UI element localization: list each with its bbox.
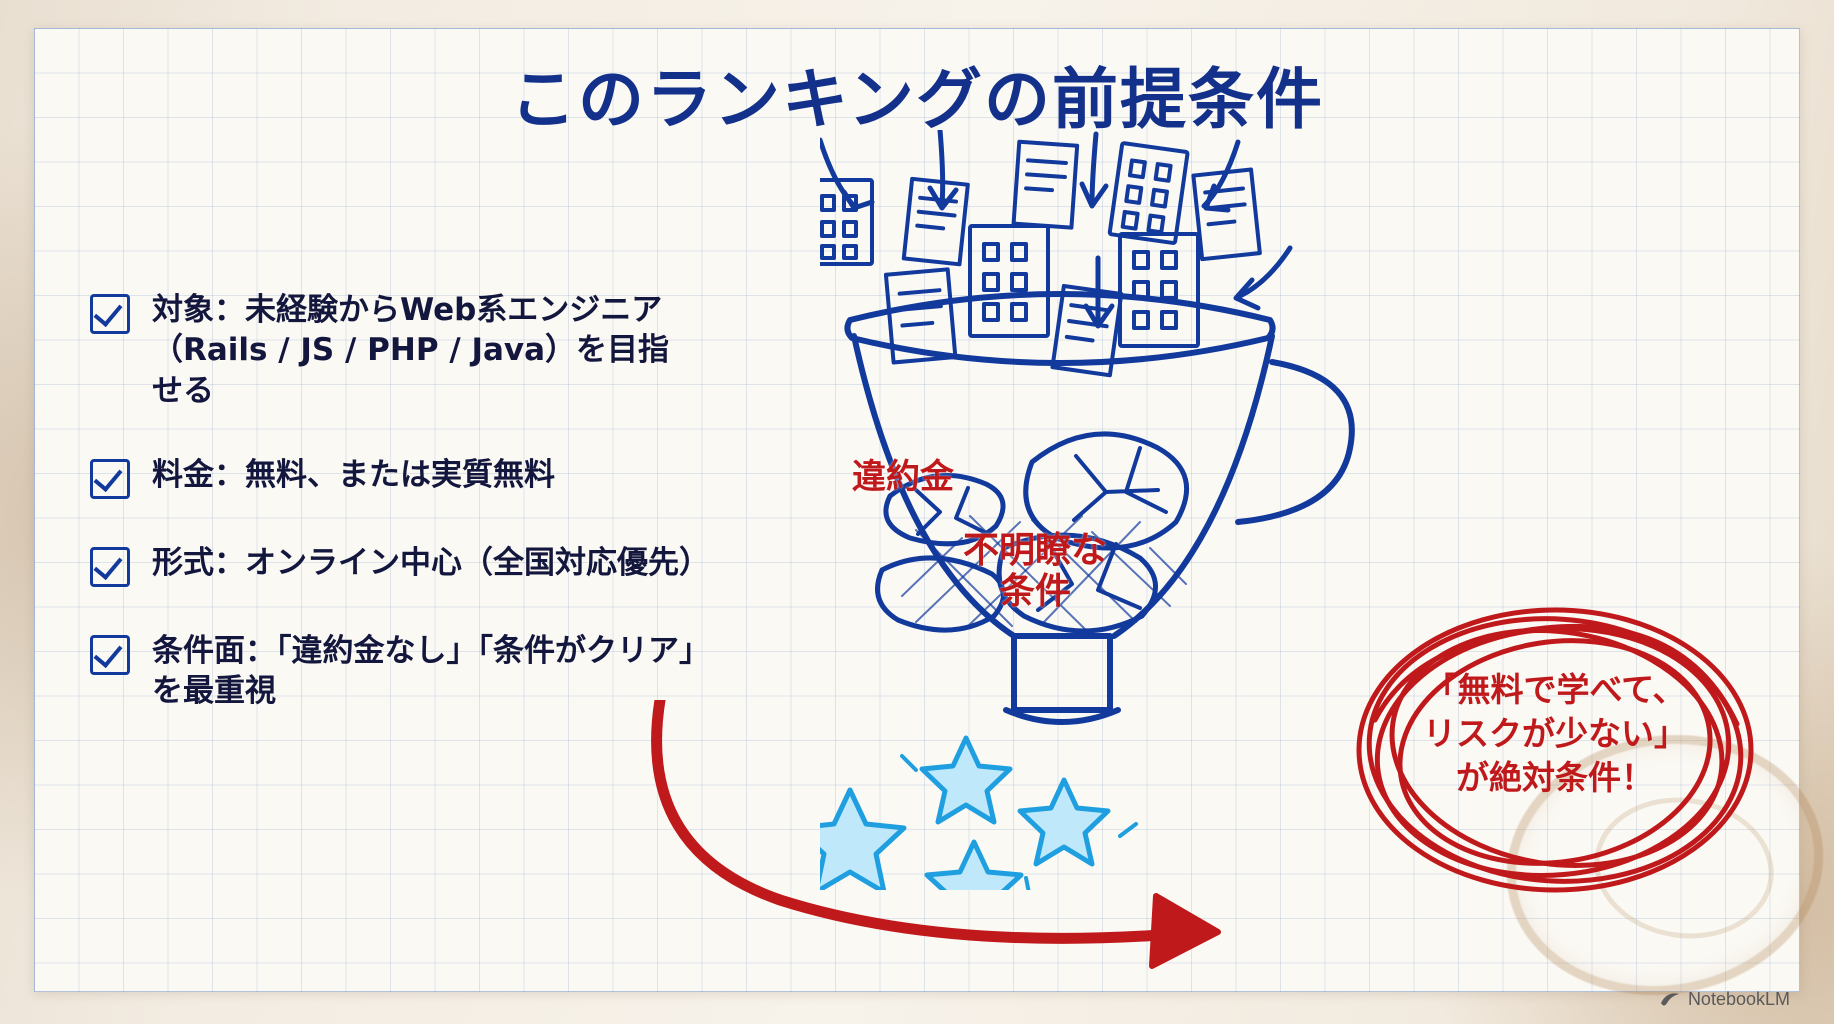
notebooklm-icon — [1660, 992, 1679, 1005]
list-item: 形式：オンライン中心（全国対応優先） — [90, 543, 890, 587]
grid-lines — [34, 28, 1800, 992]
sheet-border — [34, 28, 1800, 992]
callout-circle-scribble — [1356, 607, 1754, 893]
check-icon — [90, 634, 130, 675]
brand-logo: NotebookLM — [1659, 989, 1790, 1010]
page-title: このランキングの前提条件 — [509, 61, 1325, 138]
notebook-sheet — [34, 28, 1800, 992]
funnel-label-penalty: 違約金 — [852, 457, 954, 497]
brand-label: NotebookLM — [1687, 989, 1790, 1009]
checklist-item-text: 料金：無料、または実質無料 — [152, 456, 555, 493]
check-icon — [90, 546, 130, 587]
funnel-label-unclear: 不明瞭な 条件 — [962, 530, 1107, 613]
list-item: 対象：未経験からWeb系エンジニア （Rails / JS / PHP / Ja… — [90, 290, 890, 411]
check-icon — [90, 458, 130, 499]
callout: 「無料で学べて、 リスクが少ない」 が絶対条件！ — [1345, 590, 1765, 920]
list-item: 料金：無料、または実質無料 — [90, 455, 890, 499]
checklist: 対象：未経験からWeb系エンジニア （Rails / JS / PHP / Ja… — [90, 290, 890, 755]
checklist-item-text: 形式：オンライン中心（全国対応優先） — [152, 544, 710, 581]
check-icon — [90, 294, 130, 334]
red-arrow — [651, 700, 1221, 969]
funnel-illustration: 違約金 不明瞭な 条件 — [793, 127, 1440, 934]
checklist-item-text: 対象：未経験からWeb系エンジニア （Rails / JS / PHP / Ja… — [152, 292, 670, 409]
list-item: 条件面：「違約金なし」「条件がクリア」 を最重視 — [90, 631, 890, 712]
callout-text: 「無料で学べて、 リスクが少ない」 が絶対条件！ — [1423, 670, 1687, 798]
checklist-item-text: 条件面：「違約金なし」「条件がクリア」 を最重視 — [152, 632, 710, 710]
